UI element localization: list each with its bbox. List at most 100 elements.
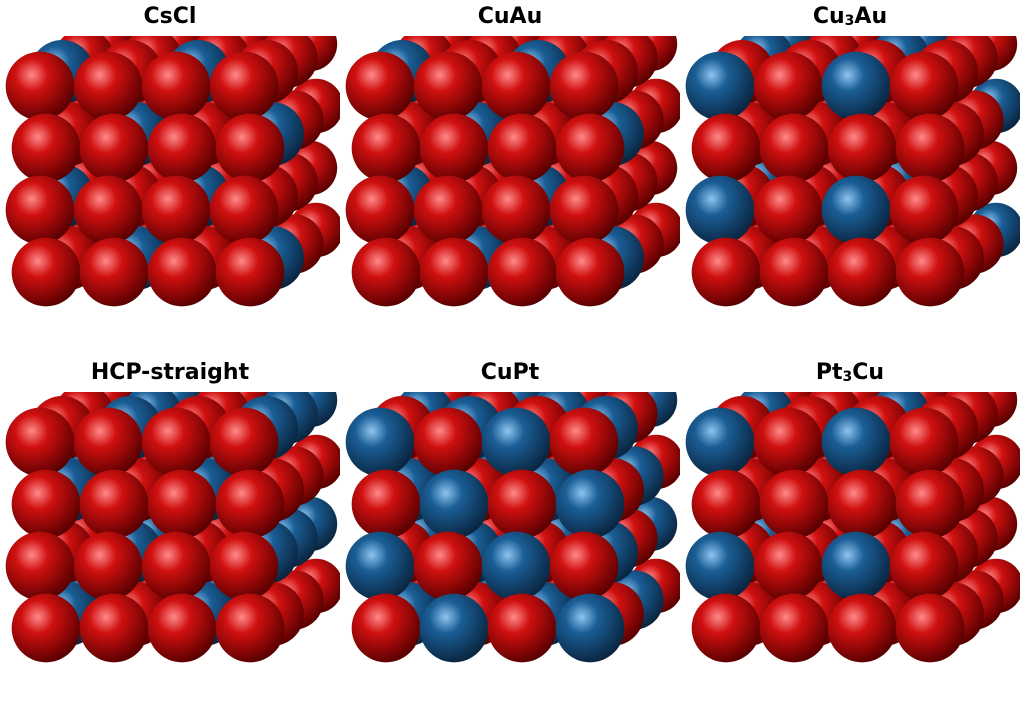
blue-atom (419, 593, 489, 663)
blue-atom (345, 407, 415, 477)
red-atom (5, 531, 75, 601)
panel-cscl: CsCl (0, 0, 340, 355)
blue-atom (821, 407, 891, 477)
panel-title: Pt3Cu (815, 360, 885, 385)
panel-hcp-straight: HCP-straight (0, 356, 340, 711)
red-atom (209, 407, 279, 477)
blue-atom (345, 531, 415, 601)
red-atom (345, 175, 415, 245)
blue-atom (821, 531, 891, 601)
red-atom (895, 469, 965, 539)
red-atom (5, 51, 75, 121)
red-atom (895, 237, 965, 307)
red-atom (549, 51, 619, 121)
atom-cluster (345, 36, 680, 307)
atom-cluster (5, 36, 340, 307)
red-atom (73, 51, 143, 121)
red-atom (11, 113, 81, 183)
red-atom (759, 469, 829, 539)
atom-cluster (685, 36, 1020, 307)
red-atom (895, 113, 965, 183)
panel-title: HCP-straight (90, 360, 250, 385)
panel-cu3au: Cu3Au (680, 0, 1020, 355)
panel-title: CuPt (480, 360, 540, 385)
red-atom (413, 531, 483, 601)
red-atom (413, 407, 483, 477)
blue-atom (821, 51, 891, 121)
red-atom (5, 175, 75, 245)
blue-atom (685, 175, 755, 245)
red-atom (827, 593, 897, 663)
blue-atom (481, 407, 551, 477)
red-atom (889, 175, 959, 245)
red-atom (759, 593, 829, 663)
red-atom (419, 113, 489, 183)
red-atom (487, 469, 557, 539)
red-atom (79, 113, 149, 183)
blue-atom (685, 407, 755, 477)
blue-atom (555, 593, 625, 663)
red-atom (141, 531, 211, 601)
red-atom (691, 593, 761, 663)
red-atom (73, 531, 143, 601)
red-atom (419, 237, 489, 307)
red-atom (691, 469, 761, 539)
red-atom (759, 237, 829, 307)
red-atom (487, 593, 557, 663)
blue-atom (419, 469, 489, 539)
red-atom (351, 469, 421, 539)
red-atom (351, 593, 421, 663)
red-atom (753, 175, 823, 245)
red-atom (147, 113, 217, 183)
red-atom (345, 51, 415, 121)
red-atom (73, 407, 143, 477)
red-atom (487, 113, 557, 183)
red-atom (351, 113, 421, 183)
red-atom (351, 237, 421, 307)
red-atom (215, 469, 285, 539)
red-atom (209, 51, 279, 121)
red-atom (147, 237, 217, 307)
red-atom (691, 113, 761, 183)
red-atom (147, 593, 217, 663)
panel-title: Cu3Au (812, 4, 888, 29)
red-atom (549, 407, 619, 477)
red-atom (413, 175, 483, 245)
red-atom (141, 51, 211, 121)
atom-cluster (685, 392, 1020, 663)
red-atom (555, 113, 625, 183)
panel-cupt: CuPt (340, 356, 680, 711)
red-atom (889, 531, 959, 601)
red-atom (11, 237, 81, 307)
red-atom (753, 51, 823, 121)
red-atom (79, 237, 149, 307)
panel-cuau: CuAu (340, 0, 680, 355)
blue-atom (555, 469, 625, 539)
red-atom (215, 593, 285, 663)
panel-pt3cu: Pt3Cu (680, 356, 1020, 711)
red-atom (759, 113, 829, 183)
red-atom (141, 407, 211, 477)
red-atom (549, 531, 619, 601)
atom-cluster (5, 392, 340, 663)
red-atom (79, 593, 149, 663)
red-atom (549, 175, 619, 245)
red-atom (827, 469, 897, 539)
red-atom (481, 51, 551, 121)
red-atom (73, 175, 143, 245)
red-atom (11, 593, 81, 663)
red-atom (79, 469, 149, 539)
red-atom (147, 469, 217, 539)
red-atom (215, 113, 285, 183)
red-atom (889, 407, 959, 477)
panel-title: CuAu (477, 4, 543, 29)
red-atom (691, 237, 761, 307)
blue-atom (685, 51, 755, 121)
atom-cluster (345, 392, 680, 663)
red-atom (209, 531, 279, 601)
red-atom (215, 237, 285, 307)
blue-atom (821, 175, 891, 245)
red-atom (895, 593, 965, 663)
red-atom (827, 113, 897, 183)
blue-atom (481, 531, 551, 601)
